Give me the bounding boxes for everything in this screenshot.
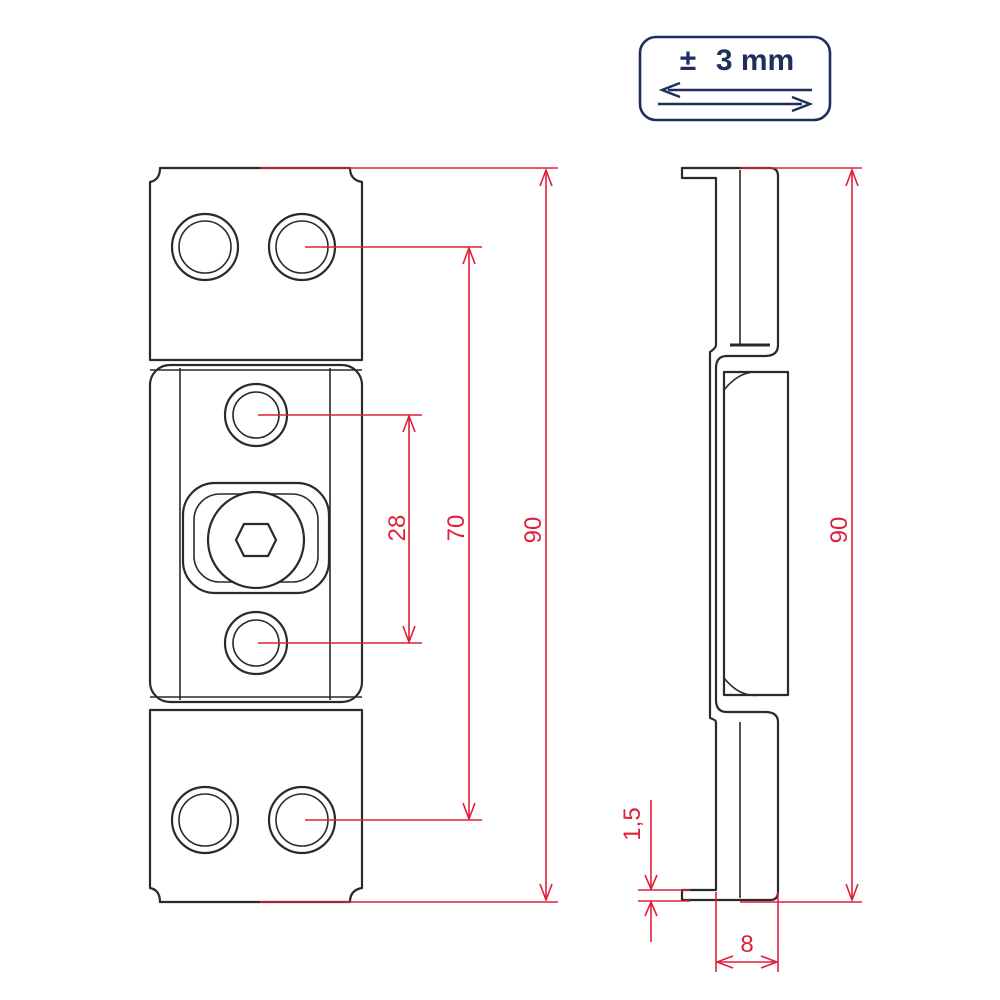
side-profile bbox=[680, 166, 780, 902]
dimension-lines-front bbox=[258, 167, 558, 903]
dimension-lines-side bbox=[638, 167, 862, 972]
dim-8-label: 8 bbox=[740, 931, 753, 958]
hole bbox=[267, 785, 337, 855]
dim-90-side-label: 90 bbox=[826, 517, 853, 544]
dim-28-label: 28 bbox=[384, 515, 411, 542]
hole bbox=[223, 382, 289, 448]
dim-1-5-label: 1,5 bbox=[619, 807, 646, 840]
badge-value: 3 mm bbox=[716, 44, 794, 77]
side-block bbox=[722, 370, 790, 697]
adjustment-cam bbox=[181, 481, 331, 595]
dim-90-front-label: 90 bbox=[520, 517, 547, 544]
hex-socket-icon bbox=[234, 522, 278, 558]
dim-70-label: 70 bbox=[443, 515, 470, 542]
hole bbox=[170, 785, 240, 855]
badge-frame bbox=[638, 35, 832, 122]
hole bbox=[170, 212, 240, 282]
front-view bbox=[148, 166, 364, 904]
double-arrow-icon bbox=[658, 81, 814, 113]
badge-plus-minus: ± bbox=[680, 44, 696, 77]
adjustment-badge: ± 3 mm bbox=[638, 35, 832, 122]
side-view bbox=[680, 166, 790, 902]
